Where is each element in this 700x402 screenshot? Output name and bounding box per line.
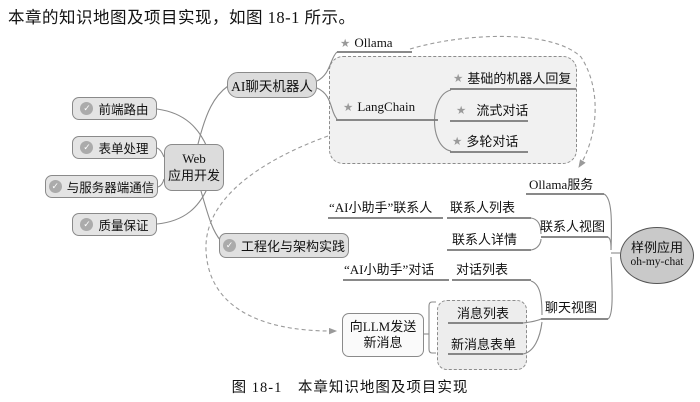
label-ollama: ★ Ollama	[340, 35, 393, 51]
label-contact-detail: 联系人详情	[452, 229, 517, 248]
check-icon: ✓	[80, 102, 94, 115]
node-label-line1: Web	[182, 151, 206, 167]
figure-caption: 图 18-1 本章知识地图及项目实现	[231, 380, 469, 396]
node-label: 前端路由	[98, 103, 149, 117]
label-text: Ollama	[354, 35, 393, 50]
label-contact-list: 联系人列表	[450, 197, 515, 216]
node-sample-app-root: 样例应用 oh-my-chat	[620, 227, 694, 284]
label-assistant-chat: “AI小助手”对话	[344, 259, 434, 278]
node-label-line2: oh-my-chat	[630, 256, 684, 269]
node-frontend-routing: ✓ 前端路由	[72, 97, 157, 120]
star-icon: ★	[340, 36, 351, 50]
node-send-message-to-llm: 向LLM发送 新消息	[342, 313, 424, 357]
label-ollama-service: Ollama服务	[529, 174, 593, 193]
label-text: 新消息表单	[451, 337, 517, 352]
check-icon: ✓	[80, 141, 94, 154]
label-new-message-form: 新消息表单	[451, 334, 516, 353]
node-label-line2: 应用开发	[167, 167, 220, 183]
label-text: LangChain	[357, 99, 416, 114]
node-label: 与服务器端通信	[66, 181, 155, 195]
label-chat-view: 聊天视图	[545, 297, 597, 316]
node-label: AI聊天机器人	[231, 79, 313, 94]
node-ai-chatbot: AI聊天机器人	[227, 72, 317, 98]
label-text: “AI小助手”联系人	[329, 200, 433, 215]
check-icon: ✓	[222, 239, 236, 252]
label-basic-bot-reply: ★ 基础的机器人回复	[453, 68, 571, 87]
node-label: 质量保证	[98, 219, 149, 233]
label-contact-view: 联系人视图	[540, 216, 605, 235]
check-icon: ✓	[48, 180, 62, 193]
label-text: 对话列表	[456, 262, 509, 277]
label-streaming-chat: ★ 流式对话	[456, 100, 528, 119]
label-langchain: ★ LangChain	[343, 99, 415, 115]
node-label: 工程化与架构实践	[240, 239, 345, 254]
label-message-list: 消息列表	[457, 303, 509, 322]
node-form-handling: ✓ 表单处理	[72, 136, 157, 159]
label-text: “AI小助手”对话	[344, 262, 435, 277]
star-icon: ★	[453, 70, 464, 85]
star-icon: ★	[343, 100, 354, 114]
label-text: Ollama服务	[529, 177, 594, 192]
label-multi-turn-chat: ★ 多轮对话	[452, 131, 518, 150]
node-quality-assurance: ✓ 质量保证	[72, 213, 157, 236]
node-server-communication: ✓ 与服务器端通信	[45, 175, 158, 198]
label-text: 多轮对话	[466, 134, 519, 149]
label-text: 流式对话	[476, 103, 529, 118]
star-icon: ★	[456, 102, 467, 117]
label-text: 基础的机器人回复	[467, 71, 572, 86]
node-label: 表单处理	[98, 142, 149, 156]
star-icon: ★	[452, 133, 463, 148]
message-group-box	[437, 300, 527, 370]
label-text: 消息列表	[457, 306, 510, 321]
node-web-app-dev: Web 应用开发	[164, 144, 224, 191]
node-label-line2: 新消息	[363, 335, 403, 350]
label-text: 联系人视图	[540, 219, 606, 234]
label-chat-list: 对话列表	[456, 259, 508, 278]
label-text: 聊天视图	[545, 300, 598, 315]
check-icon: ✓	[80, 218, 94, 231]
node-label-line1: 样例应用	[630, 240, 683, 256]
intro-text: 本章的知识地图及项目实现，如图 18-1 所示。	[8, 8, 356, 27]
label-assistant-contacts: “AI小助手”联系人	[329, 197, 432, 216]
label-text: 联系人列表	[450, 200, 516, 215]
label-text: 联系人详情	[452, 232, 518, 247]
node-engineering-practice: ✓ 工程化与架构实践	[219, 233, 349, 258]
node-label-line1: 向LLM发送	[349, 318, 417, 334]
